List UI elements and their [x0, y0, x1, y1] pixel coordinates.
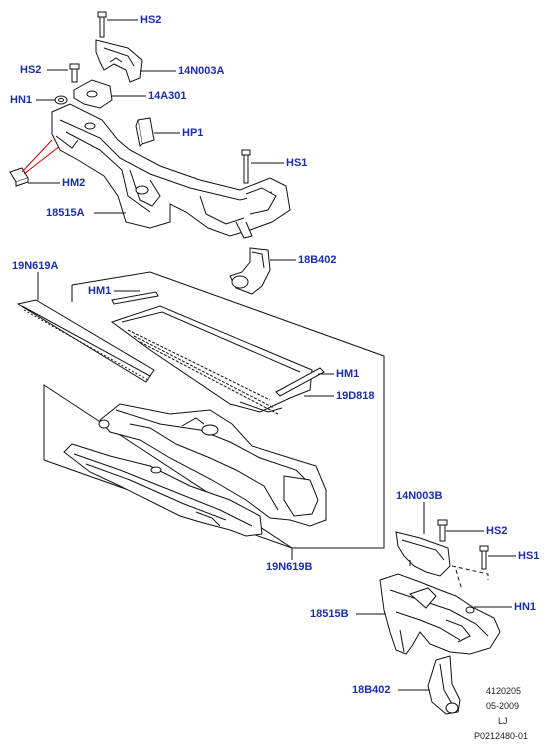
part-hm2 — [9, 167, 29, 187]
label-hm2: HM2 — [62, 177, 86, 189]
label-18b402-bottom: 18B402 — [352, 684, 391, 696]
cowl-panel-upper — [98, 403, 327, 527]
info-date: 05-2009 — [486, 701, 520, 711]
label-hn1-left: HN1 — [10, 94, 33, 106]
bolt-hs1-bottom — [479, 545, 489, 570]
label-hm1-right: HM1 — [336, 368, 360, 380]
label-hn1-bottom: HN1 — [514, 601, 537, 613]
hose-18b402-top — [229, 247, 271, 295]
info-ref: P0212480-01 — [474, 731, 529, 741]
pad-hp1 — [135, 117, 155, 148]
label-hs2-top: HS2 — [140, 14, 162, 26]
leader-lines — [28, 19, 516, 691]
label-14n003a: 14N003A — [178, 65, 225, 77]
label-hs1-bottom: HS1 — [518, 550, 540, 562]
strip-hm1-left — [111, 291, 159, 305]
label-18515a: 18515A — [46, 207, 85, 219]
label-19n619a: 19N619A — [12, 260, 59, 272]
seal-19n619a — [16, 299, 155, 383]
hose-18b402-bottom — [427, 655, 461, 715]
bolt-hs2-bottom — [437, 519, 448, 542]
bracket-14n003a — [95, 39, 143, 83]
label-hm1-left: HM1 — [88, 285, 112, 297]
label-14a301: 14A301 — [148, 90, 187, 102]
info-initials: LJ — [498, 716, 508, 726]
label-14n003b: 14N003B — [396, 490, 443, 502]
bolt-hs1-top — [241, 149, 251, 184]
label-hs1-top: HS1 — [286, 157, 308, 169]
bracket-14a301 — [73, 79, 113, 109]
info-code: 4120205 — [486, 686, 522, 696]
bracket-18515b — [379, 573, 501, 655]
bolt-hs2-top — [97, 11, 107, 38]
grille-19d818 — [110, 305, 313, 415]
label-19d818: 19D818 — [336, 390, 375, 402]
cowl-panel-lower — [63, 443, 263, 537]
label-19n619b: 19N619B — [266, 561, 313, 573]
label-18b402-top: 18B402 — [298, 254, 337, 266]
bracket-18515a — [51, 103, 291, 239]
label-18515b: 18515B — [310, 608, 349, 620]
leader-red-hm2 — [21, 139, 61, 175]
label-hs2-bottom: HS2 — [486, 525, 508, 537]
guide-lines-bottom — [451, 565, 489, 591]
label-hs2-left: HS2 — [20, 64, 42, 76]
nut-hn1-left — [54, 95, 68, 105]
strip-hm1-right — [275, 367, 325, 397]
label-hp1: HP1 — [182, 127, 204, 139]
bracket-14n003b — [395, 531, 451, 577]
bolt-hs2-left — [69, 63, 80, 83]
